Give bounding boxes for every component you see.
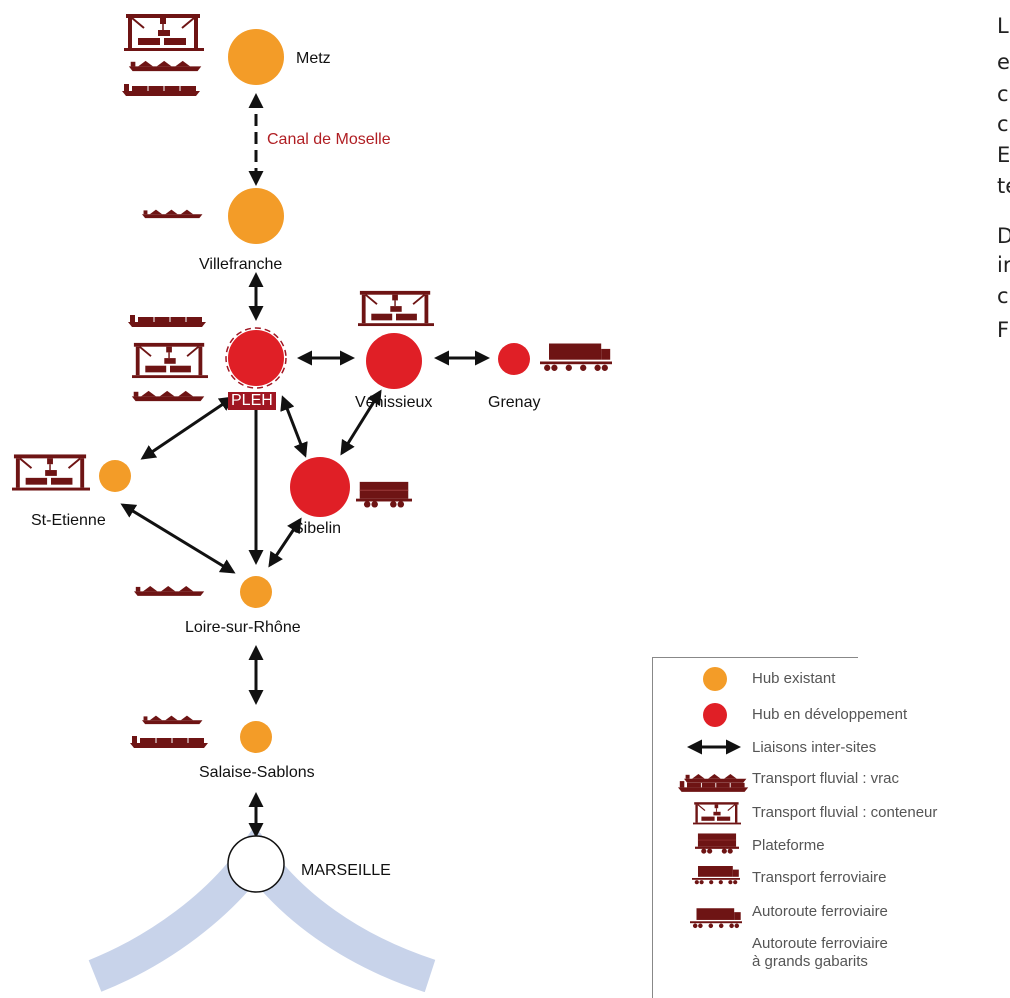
hub-pleh — [228, 330, 284, 386]
bulk-barge-icon — [128, 60, 202, 72]
bulk-barge-icon — [131, 390, 205, 402]
container-barge-icon — [128, 314, 207, 328]
side-text-line: E — [997, 143, 1010, 167]
legend-item-fluvial-conteneur: Transport fluvial : conteneur — [752, 804, 938, 821]
legend-item-liaisons: Liaisons inter-sites — [752, 739, 877, 756]
hub-salaise — [240, 721, 272, 753]
label-grenay: Grenay — [488, 394, 541, 411]
legend-item-hub-existant: Hub existant — [752, 670, 836, 687]
legend-item-fluvial-vrac: Transport fluvial : vrac — [752, 770, 899, 787]
legend-item-autoroute-grands-gabarits-line2: à grands gabarits — [752, 953, 868, 970]
node-icons — [12, 13, 612, 749]
label-venissieux: Vénissieux — [355, 394, 433, 411]
side-text-line: e — [997, 50, 1010, 74]
label-loire-sur-rhone: Loire-sur-Rhône — [185, 619, 301, 636]
bulk-barge-icon — [134, 586, 205, 596]
orange-circle-icon — [703, 667, 727, 691]
link-sibelin-loire — [268, 517, 302, 568]
label-sibelin: Sibelin — [293, 520, 342, 537]
side-text-line: L — [997, 14, 1009, 38]
label-villefranche: Villefranche — [199, 256, 283, 273]
links — [120, 93, 490, 838]
crane-platform-icon — [124, 13, 204, 52]
side-text-line: F — [997, 318, 1010, 342]
link-stetienne-loire — [120, 503, 236, 574]
legend-item-plateforme: Plateforme — [752, 837, 825, 854]
side-text-line: c — [997, 284, 1009, 308]
crane-platform-icon — [132, 341, 208, 380]
side-text-line: c — [997, 112, 1009, 136]
hub-grenay — [498, 343, 530, 375]
legend-item-transport-ferroviaire: Transport ferroviaire — [752, 869, 887, 886]
container-barge-icon — [130, 735, 209, 749]
rolling-highway-icon — [540, 343, 612, 371]
label-st-etienne: St-Etienne — [31, 512, 106, 529]
hub-sibelin — [290, 457, 350, 517]
link-venissieux-sibelin — [340, 389, 382, 456]
label-marseille: MARSEILLE — [301, 862, 391, 879]
legend-icons — [678, 667, 749, 929]
legend-item-autoroute-ferroviaire: Autoroute ferroviaire — [752, 903, 888, 920]
link-pleh-stetienne — [140, 396, 235, 460]
side-text-line: c — [997, 82, 1009, 106]
label-salaise-sablons: Salaise-Sablons — [199, 764, 315, 781]
label-metz: Metz — [296, 50, 331, 67]
legend-item-autoroute-grands-gabarits: Autoroute ferroviaire — [752, 935, 888, 952]
bulk-barge-icon — [142, 715, 203, 725]
legend-frame — [652, 657, 858, 998]
rail-wagon-icon — [356, 481, 412, 508]
red-circle-icon — [703, 703, 727, 727]
hub-venissieux — [366, 333, 422, 389]
hub-metz — [228, 29, 284, 85]
bulk-barge-icon — [142, 209, 203, 219]
hub-villefranche — [228, 188, 284, 244]
crane-platform-icon — [12, 453, 90, 492]
side-text-line: te — [997, 174, 1010, 198]
hub-loire — [240, 576, 272, 608]
crane-platform-icon — [358, 289, 434, 328]
container-barge-icon — [121, 83, 201, 97]
side-text-line: D — [997, 224, 1010, 248]
hubs — [99, 29, 530, 893]
hub-marseille — [227, 835, 285, 893]
hub-pleh-dash — [225, 327, 287, 389]
link-pleh-sibelin — [280, 395, 308, 458]
legend-item-hub-en-developpement: Hub en développement — [752, 706, 908, 723]
label-canal-de-moselle: Canal de Moselle — [267, 131, 391, 148]
side-text-line: ir — [997, 253, 1010, 277]
hub-stetienne — [99, 460, 131, 492]
label-pleh: PLEH — [228, 392, 276, 410]
